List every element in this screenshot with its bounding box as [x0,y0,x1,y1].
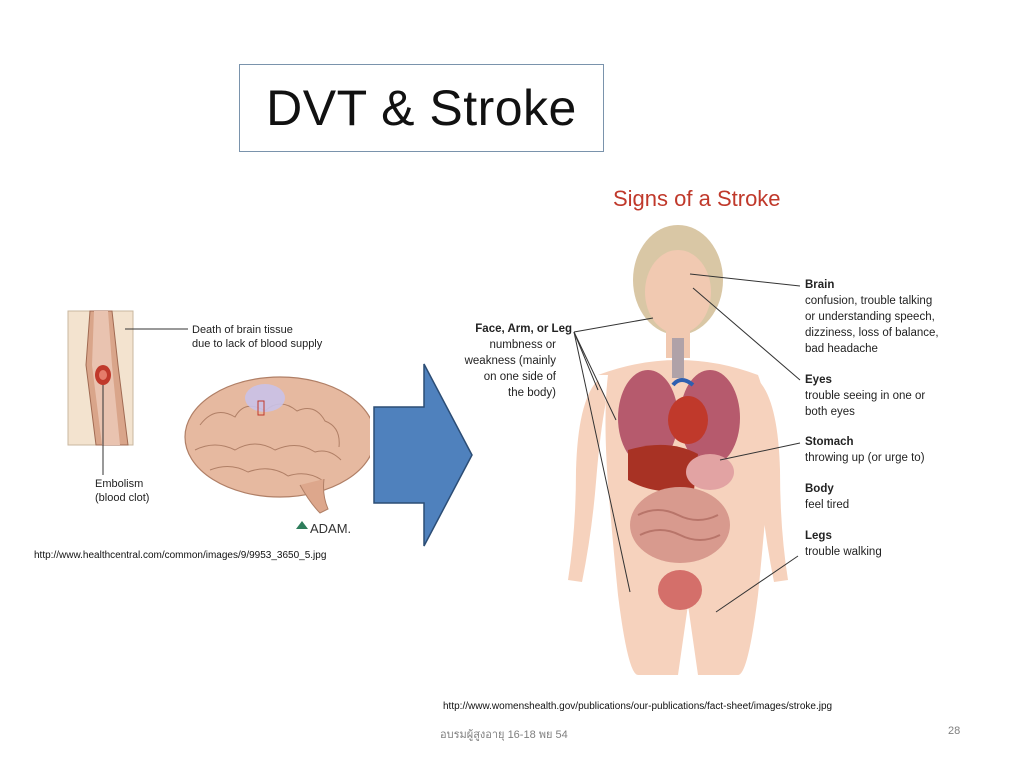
brain-line-3: dizziness, loss of balance, [805,327,939,339]
adam-logo: ADAM. [296,521,351,536]
label-death-line-2: due to lack of blood supply [192,338,323,350]
brain-line-4: bad headache [805,343,878,355]
pointer-lines [573,273,801,613]
body-illustration [568,225,788,675]
face-arm-leg-title: Face, Arm, or Leg [475,323,572,335]
brain-line-1: confusion, trouble talking [805,295,932,307]
page-number: 28 [948,725,961,737]
brain-line-2: or understanding speech, [805,311,935,323]
brain-illustration [184,376,370,514]
body-line-1: feel tired [805,499,849,511]
legs-title: Legs [805,530,832,542]
right-arrow [373,363,473,547]
eyes-line-1: trouble seeing in one or [805,390,925,402]
stomach-line-1: throwing up (or urge to) [805,452,925,464]
signs-of-stroke-figure: Signs of a Stroke [464,186,939,675]
stomach-title: Stomach [805,436,854,448]
right-source-url[interactable]: http://www.womenshealth.gov/publications… [443,701,833,712]
adam-logo-text: ADAM. [310,521,351,536]
slide-title: DVT & Stroke [266,80,577,136]
eyes-title: Eyes [805,374,832,386]
eyes-line-2: both eyes [805,406,855,418]
label-embolism-line-2: (blood clot) [95,492,149,504]
face-arm-leg-line-1: numbness or [490,339,557,351]
left-source-url[interactable]: http://www.healthcentral.com/common/imag… [34,550,327,561]
affected-area [245,384,285,412]
stroke-heading: Signs of a Stroke [613,186,781,211]
face-arm-leg-line-2: weakness (mainly [464,355,557,367]
brain-title: Brain [805,279,834,291]
body-title: Body [805,483,834,495]
legs-line-1: trouble walking [805,546,882,558]
title-box: DVT & Stroke [239,64,604,152]
face-arm-leg-line-4: the body) [508,387,556,399]
footer-text: อบรมผู้สูงอายุ 16-18 พย 54 [440,729,568,741]
label-embolism-line-1: Embolism [95,478,143,490]
embolism-brain-figure: Death of brain tissue due to lack of blo… [67,310,370,536]
label-death-line-1: Death of brain tissue [192,324,293,336]
face-arm-leg-line-3: on one side of [484,371,557,383]
